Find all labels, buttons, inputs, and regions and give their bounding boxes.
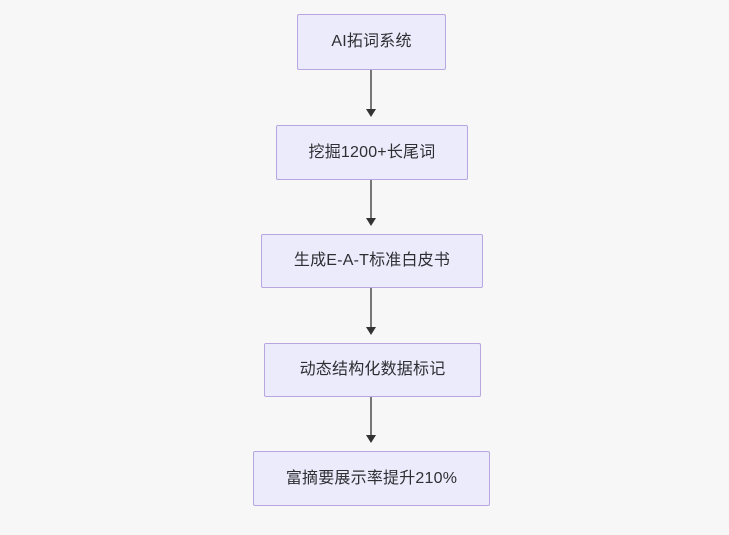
edge-line [370, 180, 372, 218]
flow-node-generate-eat-whitepaper[interactable]: 生成E-A-T标准白皮书 [261, 234, 483, 288]
flow-node-dynamic-structured-data-markup[interactable]: 动态结构化数据标记 [264, 343, 481, 397]
flow-node-label: 动态结构化数据标记 [299, 361, 446, 378]
arrowhead-icon [366, 435, 376, 443]
flow-node-rich-snippet-impression-uplift[interactable]: 富摘要展示率提升210% [253, 451, 490, 506]
edge-line [370, 70, 372, 109]
flow-node-label: AI拓词系统 [331, 33, 412, 50]
arrowhead-icon [366, 218, 376, 226]
edge-line [370, 397, 372, 435]
arrowhead-icon [366, 327, 376, 335]
edge-line [370, 288, 372, 327]
flow-node-label: 生成E-A-T标准白皮书 [293, 252, 451, 269]
flow-node-label: 挖掘1200+长尾词 [308, 143, 436, 161]
flow-node-mine-longtail-keywords[interactable]: 挖掘1200+长尾词 [276, 125, 468, 180]
flow-node-label: 富摘要展示率提升210% [285, 469, 458, 487]
flow-node-ai-keyword-system[interactable]: AI拓词系统 [297, 14, 446, 70]
arrowhead-icon [366, 109, 376, 117]
